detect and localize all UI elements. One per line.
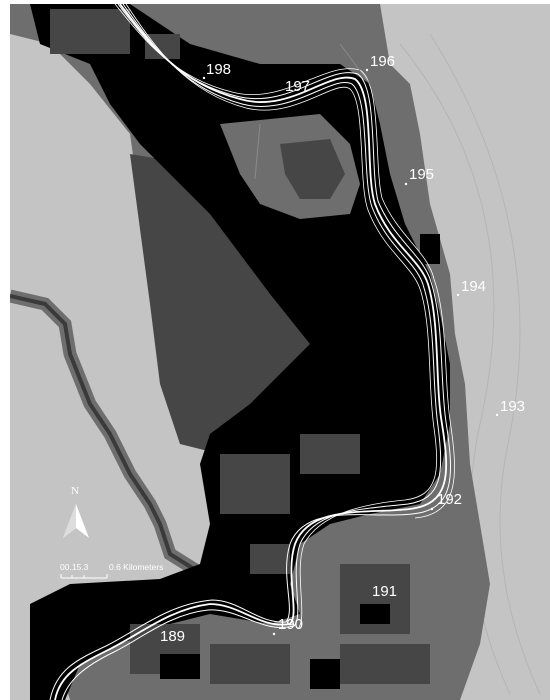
label-rm-192: 192 xyxy=(437,491,462,508)
label-rm-195: 195 xyxy=(409,166,434,183)
mile-markers xyxy=(202,68,499,636)
scale-tick-labels: 00.15.3 xyxy=(60,562,89,572)
river-mile-labels: 198 197 196 195 194 193 192 191 190 189 xyxy=(160,53,525,645)
label-rm-190: 190 xyxy=(278,616,303,633)
marsh-patches xyxy=(50,9,430,684)
scale-max-label: 0.6 Kilometers xyxy=(109,562,163,572)
map-canvas[interactable]: 198 197 196 195 194 193 192 191 190 189 … xyxy=(10,4,550,700)
map-svg: 198 197 196 195 194 193 192 191 190 189 … xyxy=(10,4,550,700)
scale-bar: 00.15.3 0.6 Kilometers xyxy=(60,562,163,579)
channel-specks xyxy=(160,234,440,689)
north-letter: N xyxy=(71,485,79,497)
label-rm-194: 194 xyxy=(461,278,486,295)
north-arrow: N xyxy=(63,485,89,538)
label-rm-198: 198 xyxy=(206,61,231,78)
label-rm-189: 189 xyxy=(160,628,185,645)
flow-lines xyxy=(49,4,455,700)
label-rm-193: 193 xyxy=(500,398,525,415)
road-lines xyxy=(254,43,371,180)
label-rm-197: 197 xyxy=(285,78,310,95)
label-rm-191: 191 xyxy=(372,583,397,600)
label-rm-196: 196 xyxy=(370,53,395,70)
island-north-inner xyxy=(280,139,345,199)
